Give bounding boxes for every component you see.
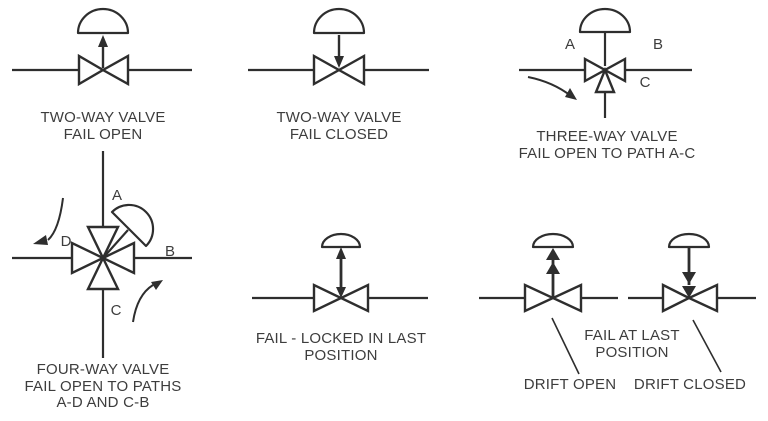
three-way-valve-symbol (519, 7, 692, 118)
valve-body-icon (338, 283, 370, 313)
arrowhead-up-icon (98, 35, 108, 47)
fail-at-last-symbols (479, 232, 756, 375)
valve-body-icon (312, 53, 342, 87)
arrowhead-up-icon (546, 248, 560, 260)
valve-body-icon (523, 283, 556, 313)
caption-fail-at-last: FAIL AT LAST POSITION (584, 327, 680, 361)
caption-line: FAIL OPEN TO PATHS (24, 377, 182, 395)
two-way-fail-closed-symbol (248, 7, 429, 87)
caption-three-way: THREE-WAY VALVE FAIL OPEN TO PATH A-C (518, 128, 696, 162)
caption-line: THREE-WAY VALVE (536, 128, 678, 145)
two-way-fail-open-symbol (12, 7, 192, 87)
arrowhead-down-icon (682, 272, 696, 284)
valve-body-icon (86, 255, 120, 291)
valve-body-icon (100, 53, 130, 87)
valve-body-icon (312, 283, 344, 313)
valve-body-icon (336, 53, 366, 87)
caption-line: POSITION (304, 346, 378, 364)
arrowhead-down-icon (336, 287, 346, 298)
fail-locked-symbol (252, 232, 428, 313)
valve-body-icon (77, 53, 106, 87)
actuator-dome-icon (76, 7, 130, 35)
arrowhead-down-icon (682, 286, 696, 298)
valve-body-icon (594, 66, 616, 94)
pointer-line (692, 319, 722, 373)
arrowhead-up-icon (546, 262, 560, 274)
valve-body-icon (550, 283, 583, 313)
arrowhead-down-icon (334, 56, 344, 68)
valve-body-icon (686, 283, 719, 313)
actuator-dome-icon (320, 232, 362, 249)
actuator-dome-icon (531, 232, 575, 249)
caption-four-way: FOUR-WAY VALVE FAIL OPEN TO PATHS A-D AN… (24, 361, 182, 412)
valve-body-icon (661, 283, 692, 313)
actuator-dome-icon (312, 7, 366, 35)
arrowhead-up-icon (336, 247, 346, 259)
caption-line: FAIL OPEN TO PATH A-C (518, 144, 696, 162)
caption-line: FOUR-WAY VALVE (36, 361, 170, 378)
caption-two-way-fail-closed: TWO-WAY VALVE FAIL CLOSED (276, 109, 402, 143)
flow-path-arrow-icon (47, 197, 64, 241)
arrowhead-icon (151, 280, 163, 290)
label-drift-closed: DRIFT CLOSED (633, 376, 747, 393)
valve-body-icon (583, 56, 608, 84)
valve-body-icon (70, 241, 106, 275)
caption-two-way-fail-open: TWO-WAY VALVE FAIL OPEN (40, 109, 166, 143)
port-label-d: D (60, 233, 72, 250)
port-label-a: A (111, 187, 123, 204)
caption-line: TWO-WAY VALVE (40, 109, 166, 126)
caption-line: FAIL AT LAST (584, 327, 680, 344)
actuator-dome-icon (667, 232, 711, 249)
port-label-b: B (652, 36, 664, 53)
valve-body-icon (86, 225, 120, 261)
arrowhead-icon (33, 235, 48, 245)
caption-line: TWO-WAY VALVE (276, 109, 402, 126)
port-label-a: A (564, 36, 576, 53)
valve-body-icon (100, 241, 136, 275)
port-label-b: B (164, 243, 176, 260)
flow-path-arrow-icon (132, 284, 154, 323)
port-label-c: C (110, 302, 122, 319)
caption-line: FAIL OPEN (63, 125, 143, 143)
four-way-valve-symbol (12, 151, 192, 358)
actuator-dome-icon (110, 203, 155, 248)
caption-fail-locked: FAIL - LOCKED IN LAST POSITION (255, 330, 427, 364)
actuator-dome-icon (578, 7, 632, 34)
arrowhead-icon (565, 88, 577, 100)
port-label-c: C (639, 74, 651, 91)
pointer-line (551, 317, 580, 375)
flow-path-arrow-icon (527, 76, 572, 97)
actuator-stem-line (102, 229, 129, 259)
valve-body-icon (602, 56, 627, 84)
caption-line: A-D AND C-B (56, 394, 150, 411)
caption-line: POSITION (595, 343, 669, 361)
label-drift-open: DRIFT OPEN (523, 376, 617, 393)
caption-line: FAIL CLOSED (289, 125, 389, 143)
caption-line: FAIL - LOCKED IN LAST (255, 330, 427, 347)
